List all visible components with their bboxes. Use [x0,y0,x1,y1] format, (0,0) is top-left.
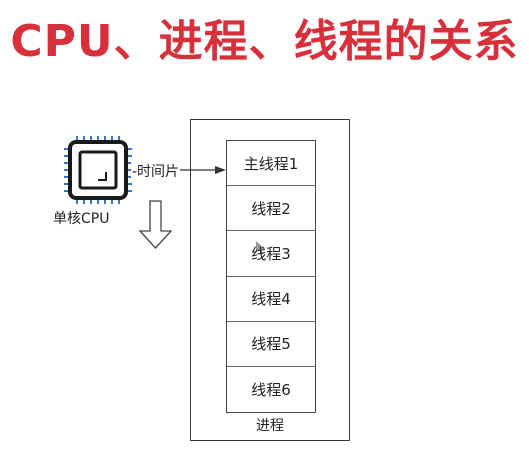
process-box [190,119,350,441]
arrow-right-icon [176,166,226,174]
page-title: CPU、进程、线程的关系 [10,16,519,67]
thread-stack: 主线程1 线程2 线程3 线程4 线程5 线程6 [226,140,316,414]
time-slice-label: -时间片 [131,161,181,181]
thread-box-main: 主线程1 [227,141,315,187]
thread-box-3: 线程3 [227,231,315,277]
thread-box-4: 线程4 [227,277,315,322]
thread-box-6: 线程6 [251,381,291,400]
cpu-label: 单核CPU [53,211,110,227]
process-label: 进程 [256,418,284,434]
hollow-down-arrow-icon [138,200,173,249]
mouse-cursor-icon [256,241,265,255]
thread-box-2: 线程2 [227,186,315,232]
cpu-chip-icon [68,140,128,200]
thread-box-5: 线程5 [227,322,315,367]
